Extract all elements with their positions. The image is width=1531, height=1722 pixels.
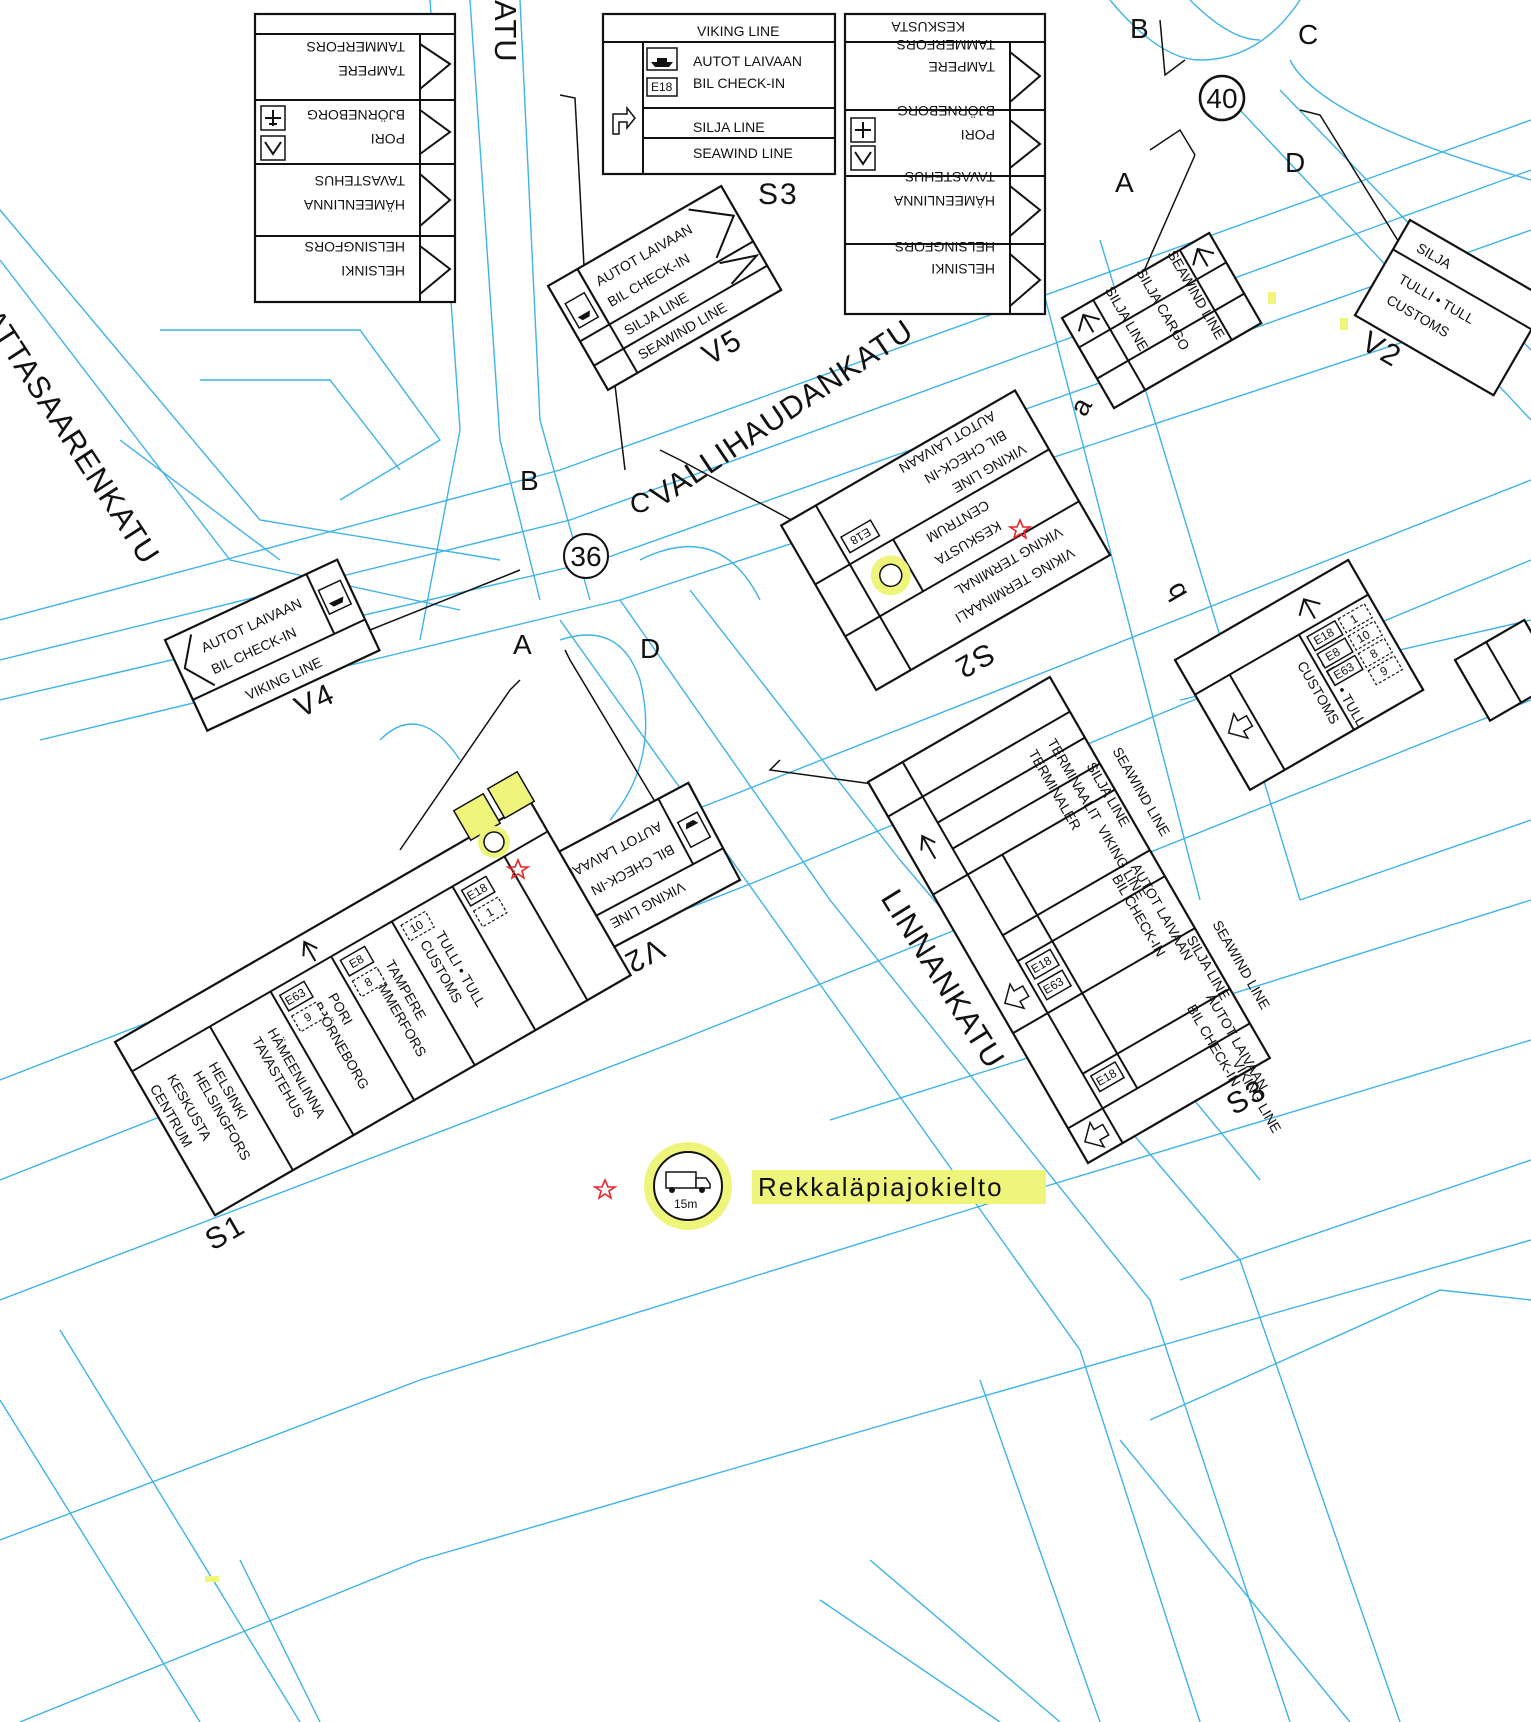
street-label-atu: ATU — [488, 0, 523, 63]
sign-row-text: SILJA LINE — [693, 119, 765, 135]
sign-row-text: HELSINGFORS — [305, 239, 405, 255]
sign-b[interactable]: TULLI • TULL CUSTOMS E18 E8 E63 1 10 8 9 — [1173, 558, 1425, 792]
sign-a[interactable]: SEAWIND LINE SILJA CARGO SILJA LINE — [1060, 230, 1263, 410]
turn-left-arrow-icon — [1084, 1120, 1110, 1149]
intersection-40[interactable]: 40 — [1198, 74, 1246, 122]
sign-s1[interactable]: KESKUSTA CENTRUM HELSINKI HELSINGFORS HÄ… — [98, 800, 650, 1257]
approach-letter-b-40: B — [1130, 13, 1149, 44]
airport-icon — [260, 105, 286, 131]
ferry-icon — [850, 145, 876, 171]
sign-row-text: TAMPERE — [928, 59, 995, 75]
sign-row-text: SEAWIND LINE — [693, 145, 793, 161]
highlight-specks — [205, 292, 1348, 1582]
truck-prohibition-icon — [665, 1171, 711, 1193]
sign-row-text: PORI — [371, 131, 405, 147]
sign-row-text: BJÖRNEBORG — [897, 103, 995, 120]
route-badges: E18 E8 E63 1 10 8 9 — [1306, 603, 1404, 687]
local-letter-a: a — [1063, 392, 1098, 421]
arrow-up-icon — [1192, 247, 1215, 267]
sign-row-text: HELSINKI — [931, 261, 995, 277]
intersection-36[interactable]: 36 — [563, 533, 609, 579]
sign-v4[interactable]: AUTOT LAIVAAN BIL CHECK-IN VIKING LINE V… — [163, 558, 394, 763]
arrow-up-icon — [920, 834, 937, 860]
arrow-up-icon — [1298, 598, 1321, 619]
route-badges: E18 E63 E18 — [1024, 948, 1126, 1093]
svg-text:10: 10 — [407, 917, 426, 936]
ship-icon — [676, 811, 712, 849]
sign-s3-top-left[interactable]: VIKING LINE AUTOT LAIVAAN BIL CHECK-IN S… — [601, 12, 837, 211]
ship-icon — [564, 291, 600, 330]
sign-v5[interactable]: AUTOT LAIVAAN BIL CHECK-IN SILJA LINE SE… — [546, 184, 800, 422]
turn-left-arrow-icon — [1227, 711, 1254, 740]
sign-row-text: TAVASTEHUS — [905, 169, 995, 185]
leader-lines — [369, 19, 1411, 851]
intersection-number: 40 — [1206, 83, 1237, 114]
sign-s2[interactable]: VIKING TERMINAALI VIKING TERMINAL KESKUS… — [779, 388, 1130, 724]
sign-row-text: AUTOT LAIVAAN — [693, 53, 802, 69]
sign-row-text: BIL CHECK-IN — [693, 75, 785, 91]
sign-id: S1 — [200, 1208, 252, 1257]
approach-letter-d-40: D — [1285, 147, 1305, 178]
route-badge: E18 — [839, 519, 881, 554]
approach-letter-a: A — [513, 629, 532, 660]
ferry-icon — [260, 135, 286, 161]
turn-left-arrow-icon — [1004, 982, 1030, 1010]
sign-row-text: TAMPERE — [338, 63, 405, 79]
sign-partial-right-edge — [1453, 618, 1531, 723]
sign-row-text: HÄMEENLINNA — [303, 197, 405, 213]
sign-row-text: KESKUSTA — [891, 19, 965, 35]
approach-letter-b: B — [520, 465, 539, 496]
ship-icon — [646, 47, 678, 71]
sign-row-text: TAMMERFORS — [306, 39, 405, 55]
approach-letter-a-40: A — [1115, 167, 1134, 198]
sign-top-far-left[interactable]: HELSINKI HELSINGFORS HÄMEENLINNA TAVASTE… — [253, 12, 457, 304]
route-badges: E18 1 10 E8 8 E63 9 — [278, 875, 508, 1033]
route-badge: E18 — [646, 77, 678, 97]
arrow-up-icon — [1077, 313, 1100, 333]
sign-top-right[interactable]: KESKUSTA HELSINKI HELSINGFORS HÄMEENLINN… — [843, 12, 1047, 316]
highlighted-turn-arrows — [452, 770, 536, 858]
sign-v2-right[interactable]: SILJA TULLI • TULL CUSTOMS V2 — [1339, 218, 1531, 424]
svg-text:10: 10 — [1354, 627, 1373, 646]
svg-text:E8: E8 — [1323, 645, 1343, 665]
ship-icon — [317, 579, 353, 616]
approach-letter-d: D — [640, 633, 660, 664]
sign-row-text: HELSINKI — [341, 263, 405, 279]
legend-sign-text: 15m — [674, 1197, 697, 1211]
arrow-up-icon — [302, 940, 318, 962]
sign-row-text: TAMMERFORS — [896, 37, 995, 53]
turn-right-arrow-icon — [612, 105, 636, 135]
sign-id: S3 — [758, 178, 799, 211]
airport-icon — [850, 117, 876, 143]
approach-letter-c-40: C — [1298, 19, 1318, 50]
sign-row-text: HELSINGFORS — [895, 239, 995, 255]
local-letter-b: b — [1159, 578, 1194, 607]
svg-text:E18: E18 — [651, 80, 673, 94]
intersection-number: 36 — [570, 541, 601, 572]
sign-row-text: PORI — [961, 127, 995, 143]
sign-row-text: HÄMEENLINNA — [893, 193, 995, 209]
legend-truck-ban[interactable]: 15m Rekkaläpiajokielto — [644, 1142, 1046, 1230]
sign-row-text: BJÖRNEBORG — [307, 107, 405, 124]
red-star-markers — [505, 517, 1033, 1200]
legend-label: Rekkaläpiajokielto — [758, 1172, 1004, 1202]
street-label-kattasaarenkatu: KATTASAARENKATU — [0, 285, 167, 571]
highlight-roundabout-icon — [870, 555, 911, 596]
sign-row-text: TAVASTEHUS — [315, 173, 405, 189]
approach-letter-c: C — [630, 487, 650, 518]
sign-row-text: VIKING LINE — [697, 23, 779, 39]
svg-text:E8: E8 — [347, 952, 367, 972]
